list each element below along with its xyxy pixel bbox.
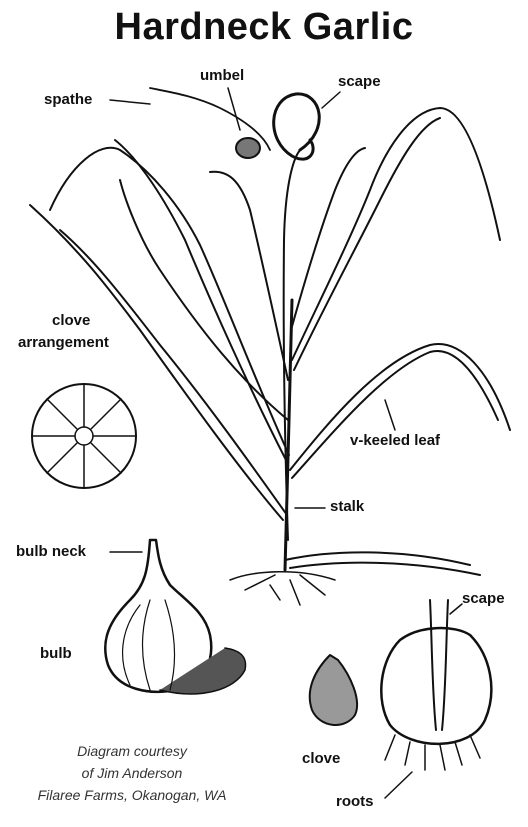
- leader-scape-bottom: [450, 604, 462, 614]
- credit-line-3: Filaree Farms, Okanogan, WA: [12, 784, 252, 806]
- label-bulb: bulb: [40, 645, 72, 663]
- clove-arrangement-center: [75, 427, 93, 445]
- label-roots: roots: [336, 793, 374, 811]
- leader-spathe: [110, 100, 150, 104]
- label-stalk: stalk: [330, 498, 364, 516]
- leader-scape-top: [322, 92, 340, 108]
- cut-bulb-scape: [430, 600, 448, 730]
- cut-bulb-roots: [385, 735, 480, 770]
- label-scape-bottom: scape: [462, 590, 505, 608]
- label-clove-arrangement-2: arrangement: [18, 334, 109, 352]
- leaf-ground-b: [290, 563, 480, 575]
- leaf-left-4: [120, 180, 288, 420]
- leader-umbel: [228, 88, 240, 130]
- bulb-shadow: [160, 648, 246, 694]
- leader-roots: [385, 772, 412, 798]
- leaf-left-2: [115, 140, 286, 460]
- clove-segments: [32, 384, 136, 488]
- label-bulb-neck: bulb neck: [16, 543, 86, 561]
- label-scape-top: scape: [338, 73, 381, 91]
- stalk-roots: [230, 572, 335, 605]
- scape-loop: [274, 94, 320, 159]
- label-clove-arrangement-1: clove: [52, 312, 90, 330]
- credit-line-1: Diagram courtesy: [12, 740, 252, 762]
- leaf-right-2: [292, 108, 500, 360]
- leader-v-keeled: [385, 400, 395, 430]
- clove-outline: [310, 655, 357, 725]
- leaf-left-2b: [50, 148, 289, 455]
- bulb-ribs: [123, 600, 175, 690]
- label-spathe: spathe: [44, 91, 92, 109]
- leaf-right-1: [290, 344, 510, 470]
- umbel-bud: [236, 138, 260, 158]
- leaf-right-1b: [292, 351, 498, 478]
- label-v-keeled-leaf: v-keeled leaf: [350, 432, 440, 450]
- leaf-left-3: [210, 172, 288, 380]
- credit-line-2: of Jim Anderson: [12, 762, 252, 784]
- diagram-credit: Diagram courtesy of Jim Anderson Filaree…: [12, 740, 252, 806]
- label-umbel: umbel: [200, 67, 244, 85]
- leaf-left-1: [30, 205, 283, 520]
- label-clove: clove: [302, 750, 340, 768]
